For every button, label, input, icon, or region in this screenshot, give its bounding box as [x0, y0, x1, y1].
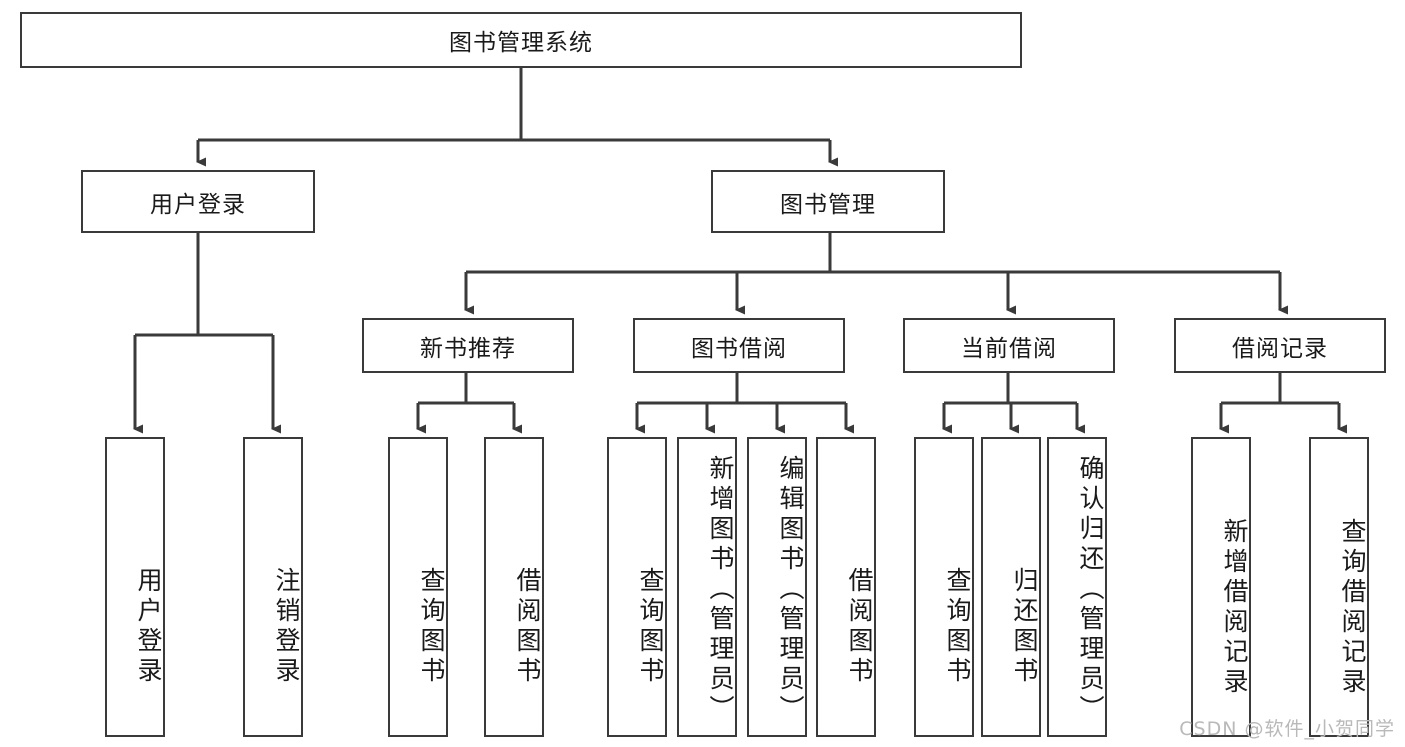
node-user-login-label: 用户登录 — [150, 191, 246, 218]
leaf-query-book-1[interactable]: 查询图书 — [388, 437, 448, 737]
leaf-query-book-1-label: 查询图书 — [417, 567, 446, 687]
leaf-borrow-book-2-label: 借阅图书 — [845, 567, 874, 687]
leaf-edit-book[interactable]: 编辑图书（管理员） — [747, 437, 807, 737]
leaf-query-book-2-label: 查询图书 — [636, 567, 665, 687]
leaf-return-book[interactable]: 归还图书 — [981, 437, 1041, 737]
node-book-management[interactable]: 图书管理 — [711, 170, 945, 233]
leaf-add-record-label: 新增借阅记录 — [1220, 518, 1249, 698]
watermark-text: CSDN @软件_小贺同学 — [1179, 718, 1395, 740]
leaf-logout-login[interactable]: 注销登录 — [243, 437, 303, 737]
leaf-query-book-3[interactable]: 查询图书 — [914, 437, 974, 737]
leaf-query-record[interactable]: 查询借阅记录 — [1309, 437, 1369, 737]
leaf-borrow-book-1[interactable]: 借阅图书 — [484, 437, 544, 737]
leaf-user-login[interactable]: 用户登录 — [105, 437, 165, 737]
leaf-user-login-label: 用户登录 — [134, 567, 163, 687]
node-book-management-label: 图书管理 — [780, 191, 876, 218]
node-current-borrow[interactable]: 当前借阅 — [903, 318, 1115, 373]
leaf-borrow-book-2[interactable]: 借阅图书 — [816, 437, 876, 737]
leaf-confirm-return[interactable]: 确认归还（管理员） — [1047, 437, 1107, 737]
leaf-borrow-book-1-label: 借阅图书 — [513, 567, 542, 687]
node-new-book-recommend[interactable]: 新书推荐 — [362, 318, 574, 373]
node-current-borrow-label: 当前借阅 — [961, 335, 1057, 362]
leaf-confirm-return-label: 确认归还（管理员） — [1076, 455, 1105, 725]
leaf-query-book-2[interactable]: 查询图书 — [607, 437, 667, 737]
leaf-return-book-label: 归还图书 — [1010, 567, 1039, 687]
node-book-borrow[interactable]: 图书借阅 — [633, 318, 845, 373]
leaf-edit-book-label: 编辑图书（管理员） — [776, 455, 805, 725]
leaf-logout-login-label: 注销登录 — [272, 567, 301, 687]
node-root-label: 图书管理系统 — [449, 30, 593, 56]
node-borrow-record[interactable]: 借阅记录 — [1174, 318, 1386, 373]
node-borrow-record-label: 借阅记录 — [1232, 335, 1328, 362]
node-book-borrow-label: 图书借阅 — [691, 335, 787, 362]
node-user-login[interactable]: 用户登录 — [81, 170, 315, 233]
leaf-add-book[interactable]: 新增图书（管理员） — [677, 437, 737, 737]
leaf-query-record-label: 查询借阅记录 — [1338, 518, 1367, 698]
node-root[interactable]: 图书管理系统 — [20, 12, 1022, 68]
leaf-add-book-label: 新增图书（管理员） — [706, 455, 735, 725]
leaf-query-book-3-label: 查询图书 — [943, 567, 972, 687]
leaf-add-record[interactable]: 新增借阅记录 — [1191, 437, 1251, 737]
node-new-book-recommend-label: 新书推荐 — [420, 335, 516, 362]
